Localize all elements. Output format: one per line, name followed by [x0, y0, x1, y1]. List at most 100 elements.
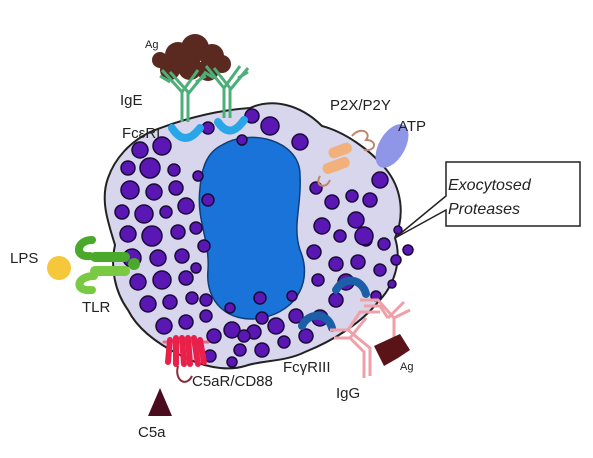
granule — [298, 328, 314, 344]
granule — [402, 244, 414, 256]
granule — [177, 197, 195, 215]
granule — [201, 193, 215, 207]
fcgriii-receptor-right — [332, 276, 370, 298]
granule — [139, 157, 161, 179]
granule — [253, 291, 267, 305]
granule — [233, 343, 247, 357]
granule — [311, 273, 325, 287]
label-ige: IgE — [120, 92, 143, 109]
granule — [145, 183, 163, 201]
granule — [255, 311, 269, 325]
granule — [260, 116, 280, 136]
granule — [371, 171, 389, 189]
granule — [306, 244, 322, 260]
granule — [277, 335, 291, 349]
granule — [362, 192, 378, 208]
granule — [120, 180, 140, 200]
granule — [354, 226, 374, 246]
label-c5a: C5a — [138, 424, 166, 441]
granule — [149, 249, 167, 267]
granule — [152, 136, 172, 156]
granule — [226, 356, 238, 368]
granule — [224, 302, 236, 314]
fceri-receptor-left — [168, 124, 204, 142]
granule — [254, 342, 270, 358]
granule — [119, 225, 137, 243]
granule — [197, 239, 211, 253]
granule — [174, 248, 190, 264]
granule — [167, 163, 181, 177]
granule — [244, 108, 260, 124]
p2x-receptor — [317, 129, 375, 187]
label-ag-bottom: Ag — [400, 361, 413, 373]
fceri-receptor-right — [214, 116, 248, 135]
granule — [345, 189, 359, 203]
granule — [267, 317, 285, 335]
granule — [328, 292, 344, 308]
label-fceri: FcεRI — [122, 125, 160, 142]
atp-molecule — [375, 124, 409, 168]
granule — [185, 291, 199, 305]
granule — [377, 237, 391, 251]
ige-antibody-right — [203, 65, 250, 118]
granule — [199, 309, 213, 323]
granule — [373, 263, 387, 277]
granule — [114, 204, 130, 220]
granule — [286, 290, 298, 302]
c5ar-receptor — [162, 335, 210, 367]
c5a-molecule — [148, 388, 172, 416]
granule — [178, 314, 194, 330]
granule — [324, 194, 340, 210]
igg-antibody — [330, 298, 411, 378]
granule — [159, 205, 173, 219]
lps-molecule — [47, 256, 71, 280]
granule — [387, 279, 397, 289]
granule — [134, 204, 154, 224]
granule — [328, 256, 344, 272]
granule — [178, 270, 194, 286]
granule — [168, 180, 184, 196]
granule — [333, 229, 347, 243]
label-tlr: TLR — [82, 299, 111, 316]
granule — [192, 170, 204, 182]
label-lps: LPS — [10, 250, 38, 267]
granule — [189, 221, 203, 235]
ige-antibody-left — [159, 68, 208, 122]
granule — [190, 262, 202, 274]
granule — [223, 321, 241, 339]
granule — [390, 254, 402, 266]
tlr-receptor — [75, 236, 140, 295]
granule — [199, 293, 213, 307]
antigen-bottom — [374, 334, 410, 366]
granule — [393, 225, 403, 235]
c5ar-tail — [176, 365, 193, 383]
granule — [170, 224, 186, 240]
callout-line-2: Proteases — [448, 201, 520, 218]
granule — [162, 294, 178, 310]
label-atp: ATP — [398, 118, 426, 135]
granule — [237, 329, 251, 343]
granule — [350, 254, 366, 270]
fcgriii-receptor-left — [298, 311, 336, 332]
granule — [288, 308, 304, 324]
callout-line-1: Exocytosed — [448, 177, 532, 194]
granule — [155, 317, 173, 335]
granule — [141, 225, 163, 247]
label-fcgriii: FcγRIII — [283, 359, 331, 376]
granule — [131, 141, 149, 159]
granule — [206, 328, 222, 344]
granule — [120, 160, 136, 176]
granule — [236, 134, 248, 146]
granule — [291, 133, 309, 151]
label-p2x: P2X/P2Y — [330, 97, 391, 114]
granule — [139, 295, 157, 313]
label-igg: IgG — [336, 385, 360, 402]
granule — [129, 273, 147, 291]
callout-box — [394, 161, 581, 239]
granule — [347, 211, 365, 229]
label-c5ar: C5aR/CD88 — [192, 373, 273, 390]
granule — [313, 217, 331, 235]
label-ag-top: Ag — [145, 39, 158, 51]
granule — [152, 270, 172, 290]
